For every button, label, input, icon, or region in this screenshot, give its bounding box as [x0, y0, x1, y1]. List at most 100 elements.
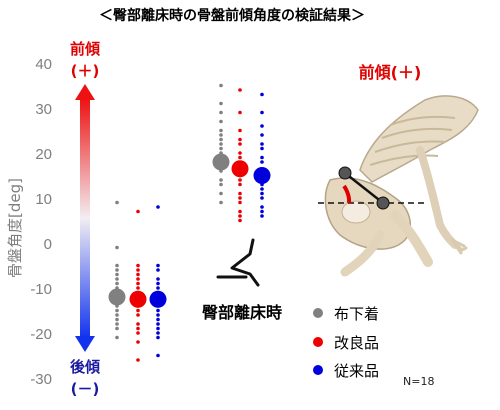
data-point	[260, 191, 264, 196]
data-point	[260, 155, 264, 160]
data-point	[156, 331, 160, 335]
legend-marker	[313, 308, 323, 318]
data-point	[156, 263, 160, 268]
forward-tilt-label: 前傾	[70, 40, 101, 58]
data-point	[260, 146, 264, 151]
pelvis-point-top	[338, 166, 352, 180]
mean-marker	[108, 288, 126, 306]
data-point	[219, 101, 223, 106]
data-point	[136, 313, 140, 317]
data-point	[219, 128, 223, 133]
data-point	[260, 92, 264, 97]
y-axis-label: 骨盤角度[deg]	[6, 178, 24, 278]
legend-label: 従来品	[334, 362, 379, 380]
data-point	[219, 137, 223, 142]
pelvis-point-bottom	[376, 196, 390, 210]
data-point	[115, 322, 119, 326]
data-point	[115, 272, 119, 277]
pelvis-axis-line	[344, 172, 384, 204]
y-tick-label: 0	[44, 236, 52, 253]
mean-marker	[231, 160, 249, 178]
data-point	[238, 142, 242, 146]
y-tick-label: -30	[30, 371, 52, 388]
mean-marker	[129, 290, 147, 308]
data-point	[156, 335, 160, 340]
data-point	[238, 110, 242, 115]
data-point	[136, 308, 140, 313]
condition-label: 臀部離床時	[202, 303, 282, 322]
legend-label: 改良品	[334, 334, 379, 352]
y-tick-label: -20	[30, 326, 52, 343]
mean-marker	[149, 290, 167, 308]
data-point	[115, 281, 119, 286]
data-point	[136, 268, 140, 272]
data-point	[260, 196, 264, 200]
data-point	[238, 151, 242, 155]
data-point	[115, 335, 119, 340]
data-point	[238, 178, 242, 182]
data-point	[219, 110, 223, 115]
data-point	[136, 358, 140, 362]
data-point	[219, 119, 223, 124]
data-point	[115, 200, 119, 205]
data-point	[219, 142, 223, 146]
data-point	[238, 200, 242, 205]
data-point	[136, 326, 140, 331]
data-point	[136, 272, 140, 277]
data-point	[115, 245, 119, 250]
data-point	[260, 209, 264, 214]
data-point	[219, 133, 223, 137]
data-point	[238, 218, 242, 223]
mean-marker	[253, 167, 271, 184]
arrow-head-down	[75, 336, 95, 352]
skeleton-pelvis-forward-tilt-icon	[318, 95, 479, 277]
data-point	[156, 317, 160, 322]
data-point	[136, 286, 140, 290]
legend-marker	[313, 337, 323, 347]
data-point	[136, 331, 140, 335]
data-point	[260, 142, 264, 146]
data-point	[136, 340, 140, 344]
data-point	[238, 182, 242, 187]
chart-title: ＜臀部離床時の骨盤前傾角度の検証結果＞	[99, 7, 365, 24]
data-point	[219, 200, 223, 205]
data-point	[219, 182, 223, 187]
mean-marker	[212, 153, 230, 171]
y-tick-label: 40	[35, 56, 52, 73]
data-point	[115, 277, 119, 281]
data-point	[156, 277, 160, 281]
data-point	[136, 322, 140, 326]
data-point	[136, 281, 140, 286]
data-point	[156, 281, 160, 286]
data-point	[115, 326, 119, 331]
data-point	[156, 322, 160, 326]
data-point	[219, 146, 223, 151]
data-point	[156, 353, 160, 358]
tilt-direction-arrow	[75, 84, 95, 352]
data-point	[260, 160, 264, 164]
data-point	[115, 313, 119, 317]
y-tick-label: 10	[35, 191, 52, 208]
data-point	[260, 110, 264, 115]
data-point	[260, 133, 264, 137]
data-point	[260, 187, 264, 191]
legend-label: 布下着	[334, 305, 379, 323]
data-point	[219, 178, 223, 182]
y-tick-label: -10	[30, 281, 52, 298]
data-point	[156, 205, 160, 209]
data-point	[136, 277, 140, 281]
data-point	[156, 286, 160, 290]
data-point	[115, 268, 119, 272]
data-point	[219, 83, 223, 88]
data-point	[115, 263, 119, 268]
sit-to-stand-figure-icon	[216, 238, 260, 287]
forward-tilt-sign: (＋)	[71, 62, 100, 80]
tilt-angle-arc	[342, 184, 352, 204]
backward-tilt-sign: (－)	[71, 380, 100, 398]
data-point	[260, 214, 264, 218]
data-point	[136, 209, 140, 214]
illustration-label: 前傾(＋)	[359, 63, 422, 82]
